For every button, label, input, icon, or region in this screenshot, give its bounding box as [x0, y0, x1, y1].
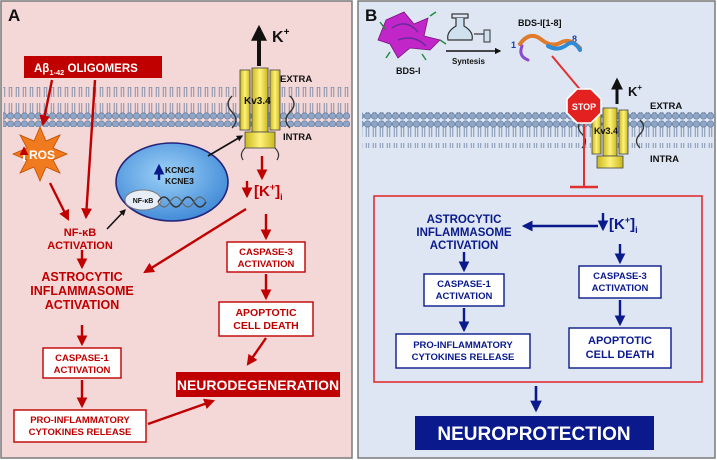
- panel-a-intra-label: INTRA: [283, 132, 312, 143]
- panel-a-kv34-channel: Kv3.4: [227, 67, 295, 161]
- bds-i-label: BDS-I: [396, 66, 421, 76]
- panel-b-caspase3-box: [578, 265, 662, 299]
- arrow-nfkb-to-bubble: [106, 209, 126, 230]
- peptide-to-stop-line: [551, 55, 584, 94]
- gene-kcne3: KCNE3: [165, 176, 194, 186]
- panel-a-caspase1-box: [42, 347, 122, 379]
- panel-b-k-intracellular: [K+]i: [609, 215, 638, 235]
- panel-b-caspase1-box: [423, 273, 505, 307]
- arrow-oligomers-to-nfkb: [81, 79, 97, 220]
- arrow-oligomers-to-ros: [39, 79, 54, 127]
- nfkb-protein-ellipse: [124, 189, 162, 211]
- synthesis-label: Syntesis: [452, 57, 485, 66]
- panel-a-letter: A: [8, 6, 20, 25]
- synthesis-flask-icon: [447, 13, 491, 43]
- peptide-residue-start: 1: [511, 40, 516, 50]
- nfkb-bubble-label: NF-κB: [133, 198, 154, 205]
- oligomers-box: [24, 56, 162, 78]
- bds-i-structure-icon: [377, 11, 447, 61]
- panel-b-apoptotic-box: [568, 327, 672, 369]
- panel-b-k-label: K+: [628, 83, 642, 99]
- arrow-ros-to-nfkb: [48, 182, 70, 221]
- neurodegeneration-label: NEURODEGENERATION: [177, 377, 339, 393]
- panel-a-extra-label: EXTRA: [280, 74, 312, 85]
- panel-a-apoptotic-box: [218, 301, 314, 337]
- panel-b-membrane: [362, 112, 714, 148]
- panel-a-k-intracellular: [K+]i: [254, 182, 283, 202]
- panel-a-channel-label: Kv3.4: [244, 96, 271, 107]
- panel-b-cytokines-box: [395, 333, 531, 369]
- panel-a-k-label: K+: [272, 27, 290, 46]
- ros-burst: [11, 125, 69, 183]
- neuroprotection-box: [415, 416, 654, 450]
- panel-b-kv34-channel: Kv3.4: [577, 107, 645, 169]
- panel-b: B BDS-I Syntesis BDS-I[1-8] 1 8 EXTRA IN…: [357, 0, 716, 459]
- panel-b-channel-label: Kv3.4: [594, 126, 618, 136]
- arrow-cytokines-to-neurodegeneration: [147, 398, 216, 426]
- panel-a-cytokines-box: [13, 409, 147, 443]
- arrow-k-to-astrocytic: [143, 207, 247, 274]
- panel-a: A EXTRA INTRA Kv3.4 K+ Aβ1-42 OLIGOMERS …: [0, 0, 353, 459]
- gene-kcnc4: KCNC4: [165, 165, 195, 175]
- oligomers-label: Aβ1-42 OLIGOMERS: [34, 63, 138, 77]
- stop-sign-icon: [566, 88, 602, 124]
- ros-label: ROS: [29, 148, 55, 162]
- panel-b-letter: B: [365, 6, 377, 25]
- panel-b-extra-label: EXTRA: [650, 101, 682, 112]
- panel-a-membrane: [3, 87, 350, 127]
- neuroprotection-label: NEUROPROTECTION: [437, 424, 630, 445]
- panel-b-intra-label: INTRA: [650, 154, 679, 165]
- stop-label: STOP: [572, 102, 596, 112]
- arrow-bubble-to-channel: [207, 135, 244, 157]
- neurodegeneration-box: [176, 372, 340, 397]
- peptide-residue-end: 8: [572, 34, 577, 44]
- arrow-apoptotic-to-neurodegeneration: [246, 337, 267, 366]
- bds-i-fragment-label: BDS-I[1-8]: [518, 18, 562, 28]
- panel-a-caspase3-box: [226, 241, 306, 273]
- inhibited-pathway-frame: [373, 195, 703, 383]
